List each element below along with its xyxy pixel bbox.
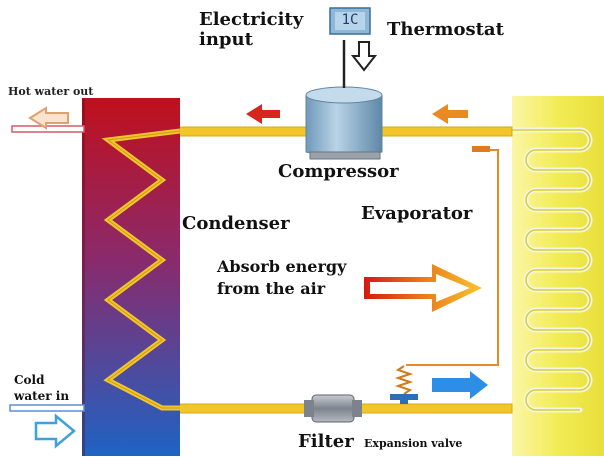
hollow-right-arrow-icon xyxy=(34,413,76,449)
filter-component xyxy=(304,394,362,423)
flow-arrow-icon xyxy=(432,371,488,399)
thermostat-display: 1C xyxy=(341,12,359,28)
cold-water-in-label: Cold water in xyxy=(14,373,70,403)
hot-water-out-label: Hot water out xyxy=(8,85,94,98)
flow-arrow-icon xyxy=(246,104,280,124)
condenser-tank xyxy=(82,98,180,456)
cold-water-pipe xyxy=(9,404,85,412)
condenser-label: Condenser xyxy=(182,213,290,234)
compressor-base xyxy=(309,151,381,160)
hot-water-pipe xyxy=(11,125,85,133)
evaporator-label: Evaporator xyxy=(361,203,473,224)
flow-arrow-icon xyxy=(432,104,468,124)
hollow-down-arrow-icon xyxy=(350,41,378,72)
expansion-valve-label: Expansion valve xyxy=(364,437,463,450)
capillary-line xyxy=(406,149,499,366)
hollow-left-arrow-icon xyxy=(28,106,69,130)
expansion-valve xyxy=(390,365,418,404)
filter-label: Filter xyxy=(298,431,354,452)
sensor-bulb xyxy=(472,146,490,152)
compressor-label: Compressor xyxy=(278,161,399,182)
absorb-energy-label: Absorb energy from the air xyxy=(217,257,347,298)
electricity-input-label: Electricity input xyxy=(199,9,304,51)
thermostat-label: Thermostat xyxy=(387,19,504,40)
